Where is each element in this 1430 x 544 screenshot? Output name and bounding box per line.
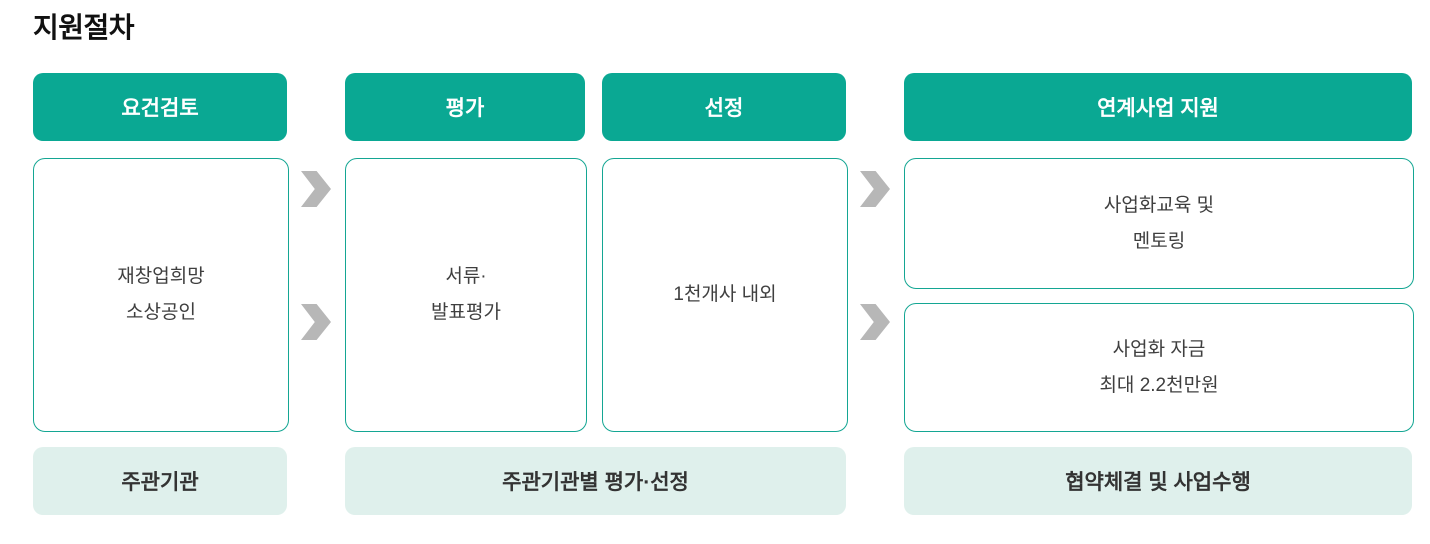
box-education-mentoring: 사업화교육 및 멘토링 xyxy=(904,158,1414,289)
step-header-evaluation: 평가 xyxy=(345,73,585,141)
chevron-right-icon xyxy=(301,304,331,340)
box-text-line: 사업화 자금 xyxy=(1112,338,1206,360)
chevron-right-icon xyxy=(860,171,890,207)
box-target-applicants: 재창업희망 소상공인 xyxy=(33,158,289,432)
box-text-line: 서류· xyxy=(445,266,487,287)
chevron-right-icon xyxy=(301,171,331,207)
footer-host-organization: 주관기관 xyxy=(33,447,287,515)
footer-agreement-and-execution: 협약체결 및 사업수행 xyxy=(904,447,1412,515)
box-commercialization-funds: 사업화 자금 최대 2.2천만원 xyxy=(904,303,1414,432)
box-text-line: 재창업희망 xyxy=(117,266,205,287)
step-header-requirements-review: 요건검토 xyxy=(33,73,287,141)
page-title: 지원절차 xyxy=(33,12,135,43)
box-evaluation-method: 서류· 발표평가 xyxy=(345,158,587,432)
box-selection-count: 1천개사 내외 xyxy=(602,158,848,432)
box-text-line: 최대 2.2천만원 xyxy=(1099,374,1219,396)
box-text-line: 1천개사 내외 xyxy=(673,284,777,305)
box-text-line: 멘토링 xyxy=(1132,230,1186,252)
chevron-right-icon xyxy=(860,304,890,340)
box-text-line: 소상공인 xyxy=(126,302,196,323)
step-header-selection: 선정 xyxy=(602,73,846,141)
box-text-line: 사업화교육 및 xyxy=(1103,194,1215,216)
footer-evaluation-selection-by-host: 주관기관별 평가·선정 xyxy=(345,447,846,515)
step-header-linked-support: 연계사업 지원 xyxy=(904,73,1412,141)
box-text-line: 발표평가 xyxy=(431,302,501,323)
